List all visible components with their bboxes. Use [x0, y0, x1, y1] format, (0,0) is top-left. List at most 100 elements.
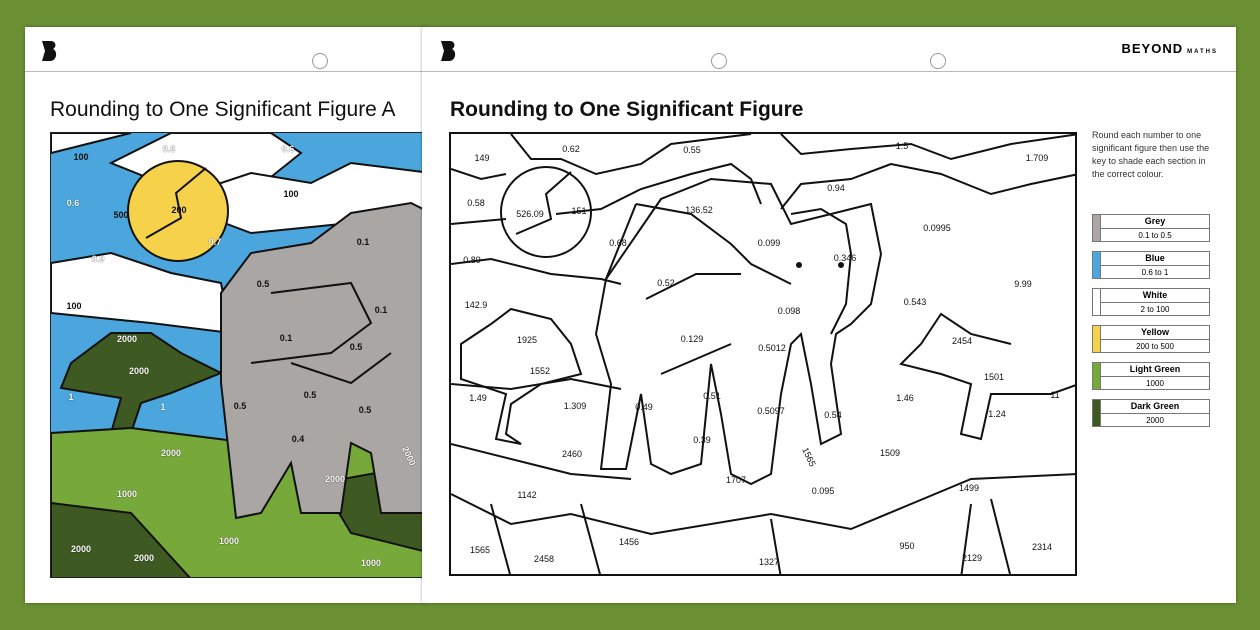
- region-number: 0.543: [903, 297, 927, 307]
- beyond-logo-icon: [441, 41, 456, 61]
- header-divider: [422, 71, 1236, 72]
- region-number: 0.94: [827, 183, 845, 193]
- region-number: 136.52: [685, 205, 713, 215]
- region-number: 0.1: [356, 237, 370, 247]
- region-number: 0.9: [91, 254, 105, 264]
- region-number: 1.49: [469, 393, 487, 403]
- region-number: 1: [160, 402, 166, 412]
- colour-swatch: [1093, 252, 1101, 278]
- region-number: 11: [1050, 390, 1060, 400]
- key-range: 2 to 100: [1140, 305, 1170, 314]
- region-number: 0.52: [657, 278, 675, 288]
- colour-swatch: [1093, 363, 1101, 389]
- colour-swatch: [1093, 289, 1101, 315]
- beyond-logo-icon: [42, 41, 57, 61]
- region-number: 0.58: [467, 198, 485, 208]
- region-number: 526.09: [516, 209, 544, 219]
- region-number: 0.89: [463, 255, 481, 265]
- region-number: 1: [68, 392, 74, 402]
- region-number: 0.5012: [758, 343, 786, 353]
- key-colour-name: Dark Green: [1101, 400, 1209, 414]
- colour-swatch: [1093, 400, 1101, 426]
- key-colour-name: Grey: [1101, 215, 1209, 229]
- page-title: Rounding to One Significant Figure: [450, 98, 804, 121]
- punch-hole: [711, 53, 727, 69]
- colour-key-dark-green: Dark Green 2000: [1092, 399, 1210, 427]
- region-number: 2454: [951, 336, 973, 346]
- key-range: 200 to 500: [1136, 342, 1174, 351]
- region-number: 100: [283, 189, 299, 199]
- region-number: 0.6: [66, 198, 80, 208]
- outline-picture-art: [451, 134, 1075, 574]
- region-number: 0.098: [777, 306, 801, 316]
- region-number: 1501: [983, 372, 1005, 382]
- region-number: 0.68: [609, 238, 627, 248]
- region-number: 0.5: [256, 279, 270, 289]
- colour-key-yellow: Yellow 200 to 500: [1092, 325, 1210, 353]
- region-number: 100: [73, 152, 89, 162]
- region-number: 1327: [758, 557, 780, 567]
- region-number: 0.55: [683, 145, 701, 155]
- region-number: 151: [571, 206, 587, 216]
- key-colour-name: Yellow: [1101, 326, 1209, 340]
- key-range: 1000: [1146, 379, 1164, 388]
- region-number: 200: [171, 205, 187, 215]
- region-number: 1.5: [895, 141, 909, 151]
- region-number: 2314: [1031, 542, 1053, 552]
- region-number: 1565: [469, 545, 491, 555]
- region-number: 1142: [517, 490, 537, 500]
- region-number: 1499: [958, 483, 980, 493]
- region-number: 0.4: [291, 434, 305, 444]
- region-number: 0.6: [162, 144, 176, 154]
- region-number: 9.99: [1014, 279, 1032, 289]
- region-number: 0.5: [349, 342, 363, 352]
- region-number: 0.54: [824, 410, 842, 420]
- region-number: 0.099: [757, 238, 781, 248]
- region-number: 1.24: [988, 409, 1006, 419]
- colour-swatch: [1093, 215, 1101, 241]
- region-number: 0.0995: [923, 223, 951, 233]
- region-number: 0.1: [279, 333, 293, 343]
- region-number: 2000: [324, 474, 346, 484]
- region-number: 1000: [360, 558, 382, 568]
- punch-hole: [930, 53, 946, 69]
- key-colour-name: Blue: [1101, 252, 1209, 266]
- instructions-text: Round each number to one significant fig…: [1092, 130, 1210, 179]
- region-number: 2000: [133, 553, 155, 563]
- region-number: 1.309: [563, 401, 587, 411]
- key-range: 2000: [1146, 416, 1164, 425]
- region-number: 1.46: [896, 393, 914, 403]
- region-number: 1000: [218, 536, 240, 546]
- region-number: 1.709: [1025, 153, 1049, 163]
- key-range: 0.6 to 1: [1141, 268, 1169, 277]
- region-number: 1707: [725, 475, 747, 485]
- region-number: 100: [66, 301, 82, 311]
- colour-key-blue: Blue 0.6 to 1: [1092, 251, 1210, 279]
- region-number: 149: [474, 153, 490, 163]
- region-number: 0.7: [208, 237, 222, 247]
- region-number: 1552: [529, 366, 551, 376]
- region-number: 0.5097: [757, 406, 785, 416]
- region-number: 2458: [533, 554, 555, 564]
- worksheet-answer-page: Rounding to One Significant Figure A 100…: [25, 27, 430, 603]
- region-number: 2000: [160, 448, 182, 458]
- region-number: 0.095: [811, 486, 835, 496]
- region-number: 0.1: [374, 305, 388, 315]
- region-number: 2000: [128, 366, 150, 376]
- key-range: 0.1 to 0.5: [1138, 231, 1172, 240]
- region-number: 2460: [561, 449, 583, 459]
- region-number: 0.39: [693, 435, 711, 445]
- colour-swatch: [1093, 326, 1101, 352]
- region-number: 2000: [116, 334, 138, 344]
- colour-key-grey: Grey 0.1 to 0.5: [1092, 214, 1210, 242]
- region-number: 0.6: [281, 144, 295, 154]
- region-number: 0.346: [833, 253, 857, 263]
- region-number: 1456: [618, 537, 640, 547]
- region-number: 0.5: [233, 401, 247, 411]
- region-number: 2129: [961, 553, 983, 563]
